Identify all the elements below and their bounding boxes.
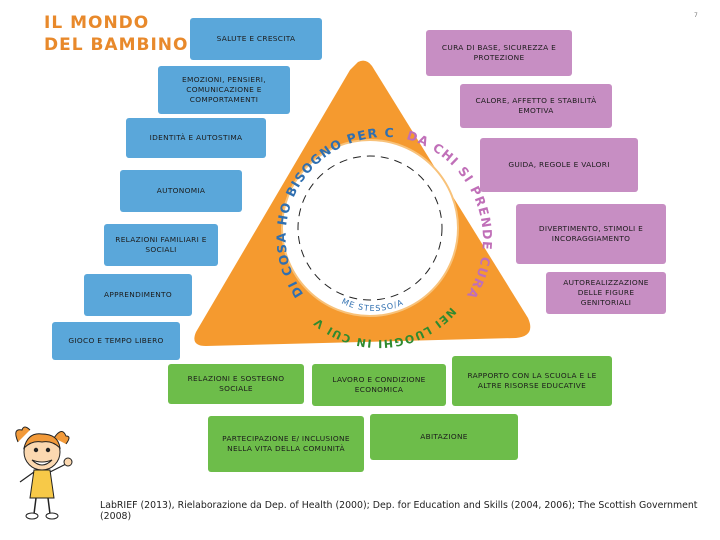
purple-box-guida: GUIDA, REGOLE E VALORI: [480, 138, 638, 192]
purple-box-calore: CALORE, AFFETTO E STABILITÀ EMOTIVA: [460, 84, 612, 128]
blue-box-emozioni: EMOZIONI, PENSIERI, COMUNICAZIONE E COMP…: [158, 66, 290, 114]
center-circle-inner: [297, 155, 443, 301]
page-number: 7: [694, 12, 698, 19]
page-title: IL MONDO DEL BAMBINO: [44, 12, 188, 56]
blue-box-relazioni-familiari: RELAZIONI FAMILIARI E SOCIALI: [104, 224, 218, 266]
purple-box-cura-di-base: CURA DI BASE, SICUREZZA E PROTEZIONE: [426, 30, 572, 76]
green-box-partecipazione: PARTECIPAZIONE E/ INCLUSIONE NELLA VITA …: [208, 416, 364, 472]
green-box-rapporto-scuola: RAPPORTO CON LA SCUOLA E LE ALTRE RISORS…: [452, 356, 612, 406]
blue-box-gioco: GIOCO E TEMPO LIBERO: [52, 322, 180, 360]
title-line-1: IL MONDO: [44, 13, 150, 33]
source-citation: LabRIEF (2013), Rielaborazione da Dep. o…: [100, 500, 698, 522]
green-box-lavoro: LAVORO E CONDIZIONE ECONOMICA: [312, 364, 446, 406]
blue-box-autonomia: AUTONOMIA: [120, 170, 242, 212]
green-box-relazioni-sostegno: RELAZIONI E SOSTEGNO SOCIALE: [168, 364, 304, 404]
purple-box-autorealizzazione: AUTOREALIZZAZIONE DELLE FIGURE GENITORIA…: [546, 272, 666, 314]
child-illustration: [15, 426, 73, 520]
green-box-abitazione: ABITAZIONE: [370, 414, 518, 460]
blue-box-identita: IDENTITÀ E AUTOSTIMA: [126, 118, 266, 158]
title-line-2: DEL BAMBINO: [44, 35, 189, 55]
purple-box-divertimento: DIVERTIMENTO, STIMOLI E INCORAGGIAMENTO: [516, 204, 666, 264]
blue-box-salute: SALUTE E CRESCITA: [190, 18, 322, 60]
blue-box-apprendimento: APPRENDIMENTO: [84, 274, 192, 316]
